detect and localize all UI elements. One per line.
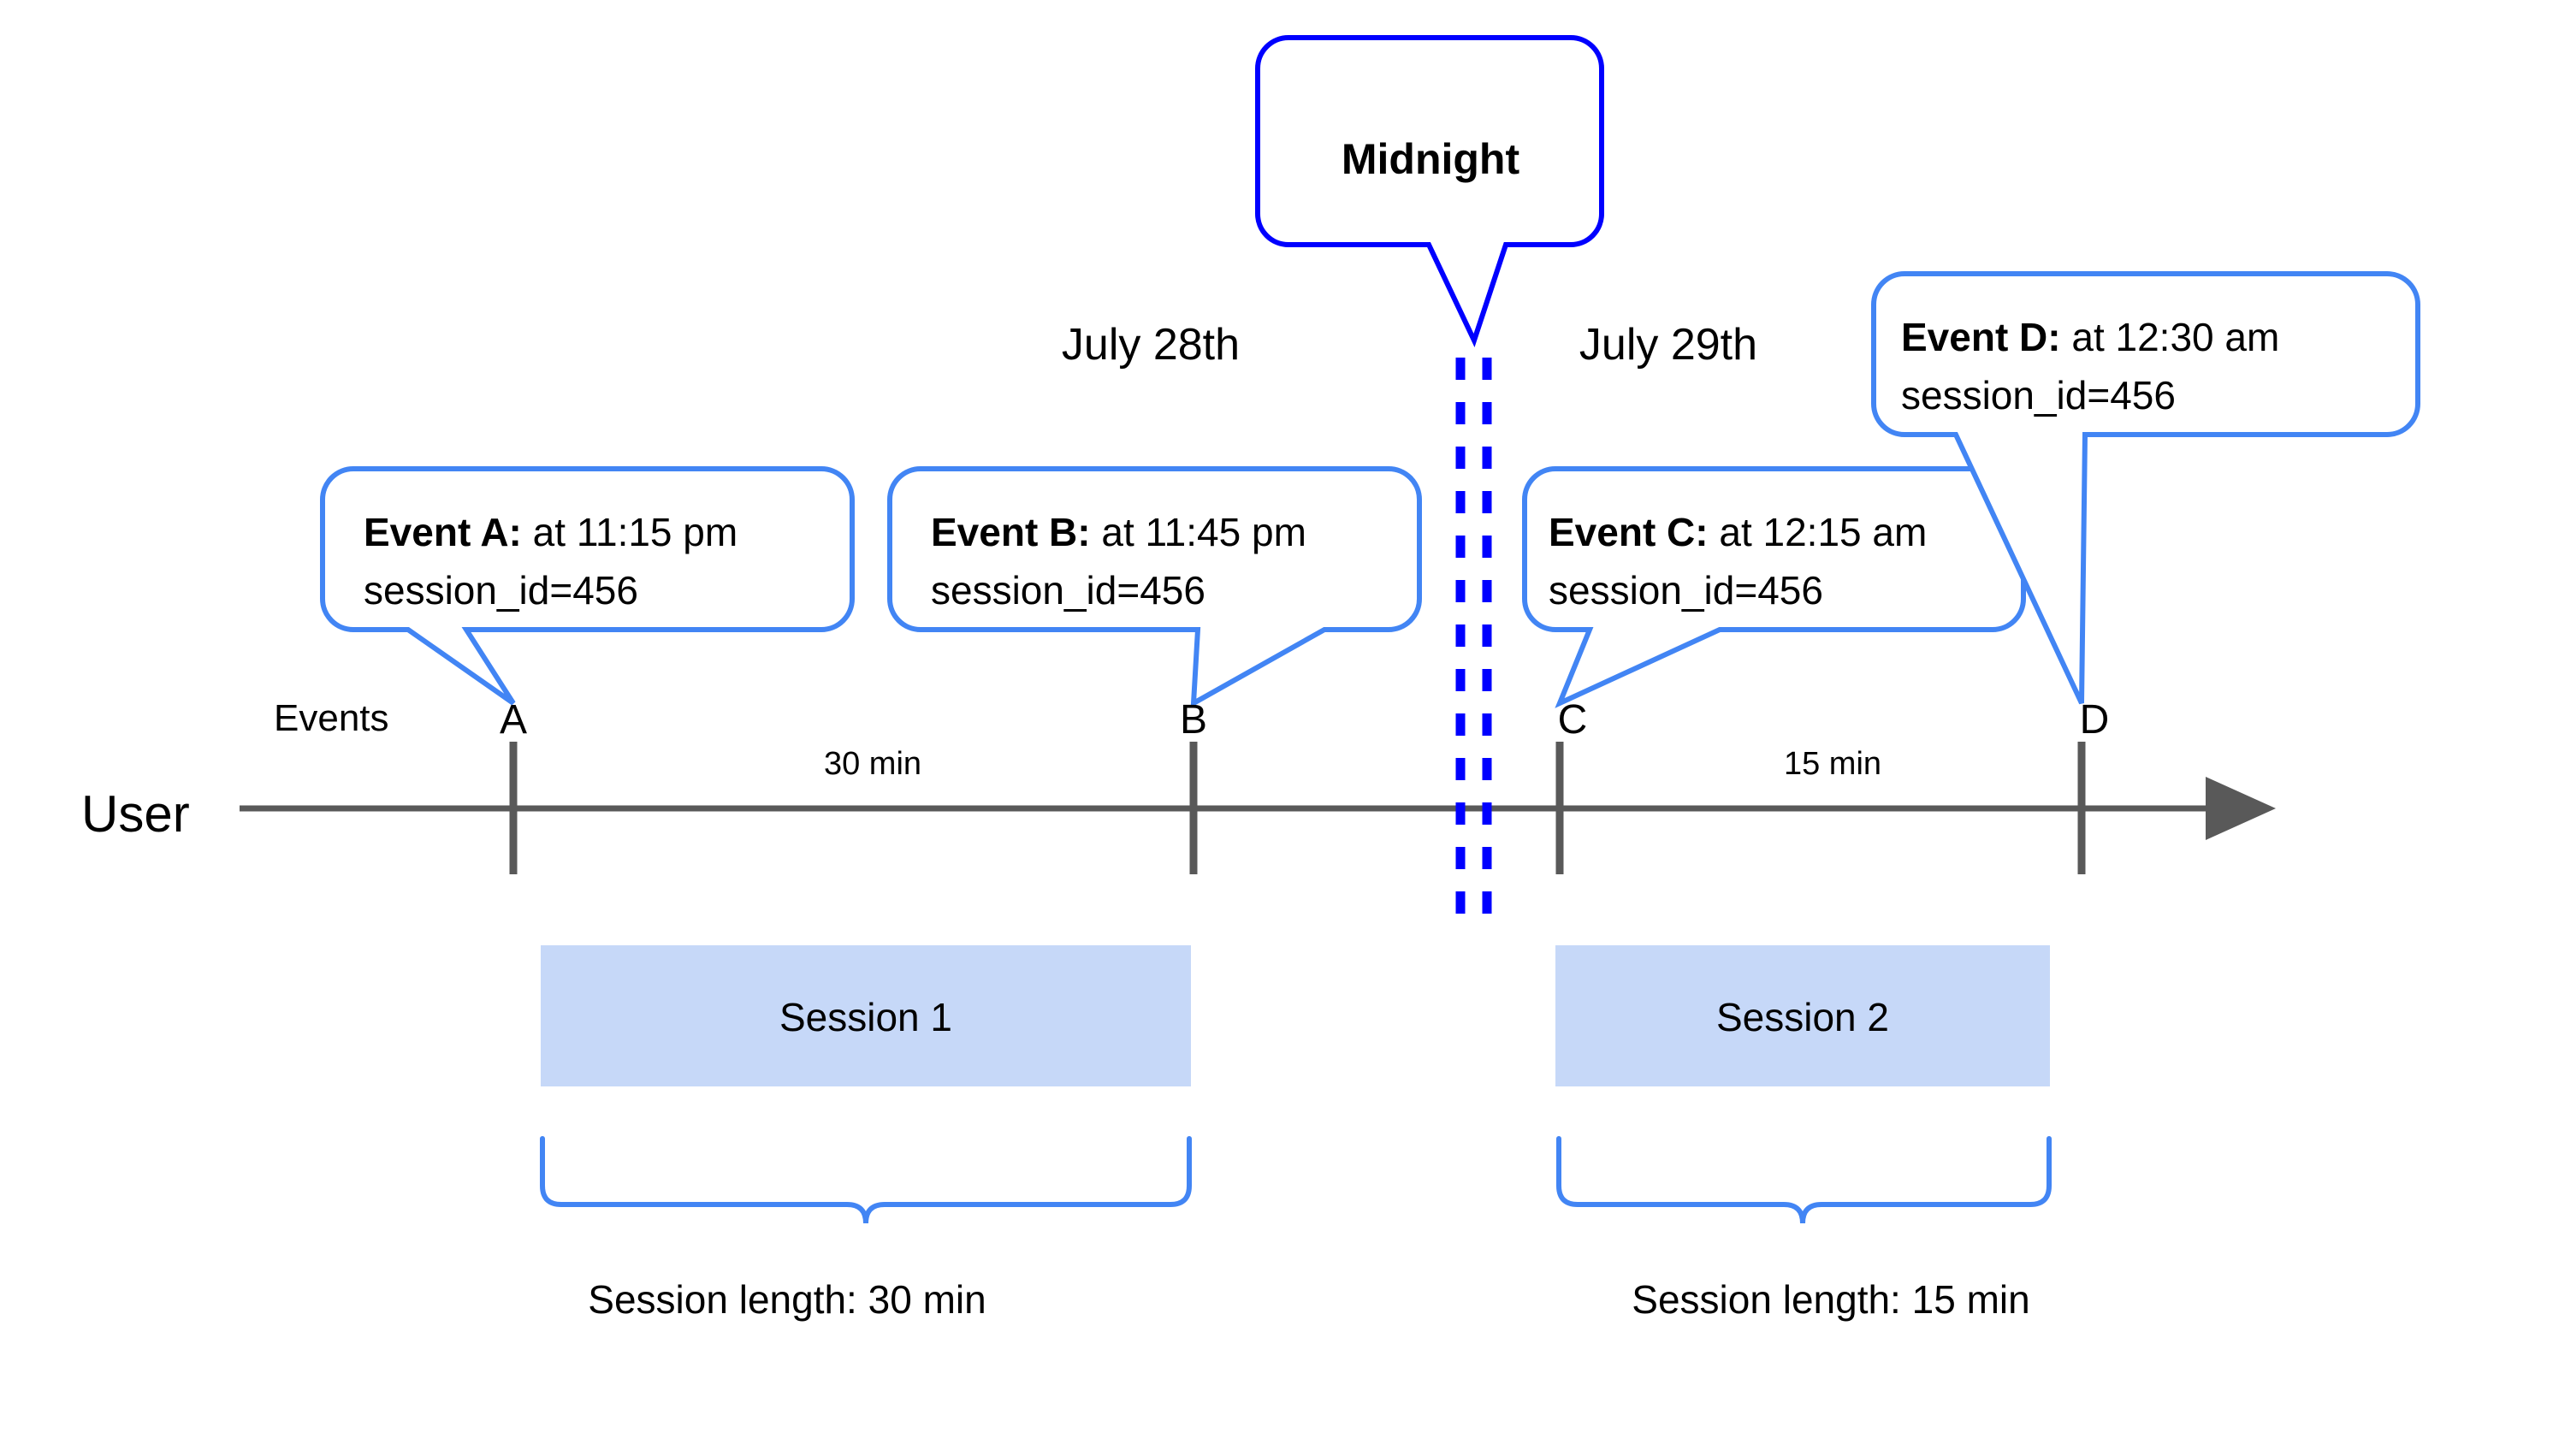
gap-label-c-to-d: 15 min <box>1784 746 1881 782</box>
event-callout-text-b-line1: Event B: at 11:45 pm <box>931 510 1306 554</box>
event-callout-text-c-line1: Event C: at 12:15 am <box>1549 510 1927 554</box>
event-callout-bubble-d <box>1871 271 2420 705</box>
event-c-detail: at 12:15 am <box>1709 510 1928 554</box>
lane-label-events: Events <box>274 697 389 739</box>
day-label-july-28: July 28th <box>1062 320 1240 370</box>
event-callout-bubble-a <box>320 466 855 706</box>
event-callout-text-d-line1: Event D: at 12:30 am <box>1901 315 2279 359</box>
session-length-label-1: Session length: 30 min <box>588 1277 986 1322</box>
event-callout-text-a-line1: Event A: at 11:15 pm <box>364 510 737 554</box>
lane-label-user: User <box>81 785 190 843</box>
event-d-detail: at 12:30 am <box>2061 315 2280 359</box>
event-marker-label-a: A <box>500 697 527 743</box>
session-box-1 <box>541 945 1191 1086</box>
event-marker-label-c: C <box>1558 697 1588 743</box>
midnight-callout-bubble <box>1255 35 1604 348</box>
session-length-label-2: Session length: 15 min <box>1632 1277 2029 1322</box>
event-d-lead: Event D: <box>1901 315 2061 359</box>
session-label-1: Session 1 <box>779 995 952 1039</box>
session-label-2: Session 2 <box>1716 995 1889 1039</box>
event-callout-text-c-line2: session_id=456 <box>1549 568 1823 613</box>
event-marker-label-d: D <box>2080 697 2110 743</box>
session-box-2 <box>1555 945 2050 1086</box>
gap-label-a-to-b: 30 min <box>824 746 921 782</box>
event-callout-text-b-line2: session_id=456 <box>931 568 1205 613</box>
event-a-detail: at 11:15 pm <box>522 510 737 554</box>
event-b-lead: Event B: <box>931 510 1091 554</box>
session-brace-2 <box>1556 1136 2052 1224</box>
midnight-label: Midnight <box>1342 135 1520 183</box>
event-callout-bubble-c <box>1522 466 2026 708</box>
event-marker-label-b: B <box>1180 697 1207 743</box>
event-b-detail: at 11:45 pm <box>1091 510 1306 554</box>
event-callout-text-d-line2: session_id=456 <box>1901 373 2176 417</box>
timeline-arrowhead <box>2206 777 2276 840</box>
event-callout-text-a-line2: session_id=456 <box>364 568 638 613</box>
event-a-lead: Event A: <box>364 510 522 554</box>
session-brace-1 <box>540 1136 1192 1224</box>
day-label-july-29: July 29th <box>1579 320 1757 370</box>
event-c-lead: Event C: <box>1549 510 1709 554</box>
event-callout-bubble-b <box>887 466 1422 708</box>
